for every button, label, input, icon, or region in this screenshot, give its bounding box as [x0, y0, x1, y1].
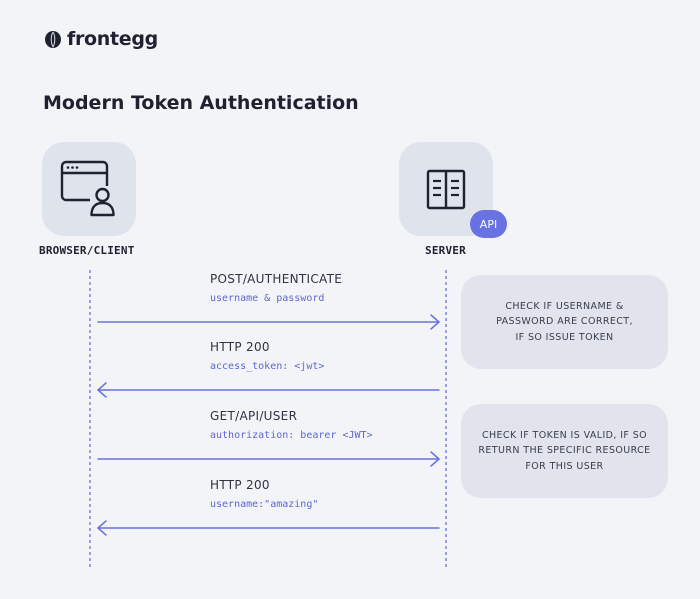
arrow-1 — [97, 314, 440, 330]
brand-name: frontegg — [67, 28, 158, 50]
note-token-check: CHECK IF TOKEN IS VALID, IF SO RETURN TH… — [461, 404, 668, 498]
client-tile — [42, 142, 136, 236]
client-label: BROWSER/CLIENT — [39, 244, 135, 257]
message-4-title: HTTP 200 — [210, 478, 270, 492]
message-4-detail: username:"amazing" — [210, 499, 319, 510]
note-credentials-check: CHECK IF USERNAME & PASSWORD ARE CORRECT… — [461, 275, 668, 369]
message-3-title: GET/API/USER — [210, 409, 298, 423]
note-1-text: CHECK IF USERNAME & PASSWORD ARE CORRECT… — [496, 300, 633, 343]
message-2-detail: access_token: <jwt> — [210, 361, 325, 372]
arrow-2 — [97, 382, 440, 398]
browser-user-icon — [60, 160, 118, 217]
note-2-text: CHECK IF TOKEN IS VALID, IF SO RETURN TH… — [478, 429, 651, 472]
server-label: SERVER — [425, 244, 466, 257]
api-badge: API — [470, 210, 507, 238]
page-title: Modern Token Authentication — [43, 92, 359, 114]
message-3-detail: authorization: bearer <JWT> — [210, 430, 373, 441]
message-1-detail: username & password — [210, 293, 325, 304]
arrow-3 — [97, 451, 440, 467]
frontegg-egg-logo-icon — [45, 31, 61, 48]
brand-logo: frontegg — [43, 28, 158, 50]
message-1-title: POST/AUTHENTICATE — [210, 272, 343, 286]
arrow-4 — [97, 520, 440, 536]
message-2-title: HTTP 200 — [210, 340, 270, 354]
server-book-icon — [426, 169, 466, 210]
server-tile — [399, 142, 493, 236]
